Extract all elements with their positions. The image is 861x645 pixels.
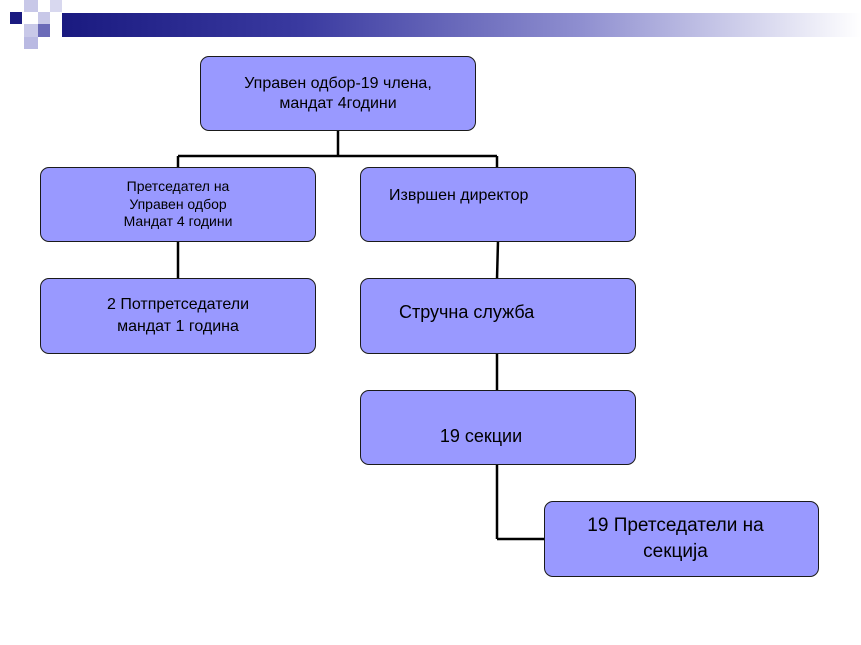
vice-chairmen-box: 2 Потпретседатели мандат 1 година xyxy=(40,278,316,354)
header-gradient-band xyxy=(62,13,861,37)
decor-square-light xyxy=(24,0,38,12)
slide-header-decoration xyxy=(0,0,861,50)
chairman-box: Претседател на Управен одбор Мандат 4 го… xyxy=(40,167,316,242)
decor-square-dark xyxy=(10,12,22,24)
vice-chairmen-label-line2: мандат 1 година xyxy=(117,318,239,335)
sections-label: 19 секции xyxy=(439,425,523,446)
decor-square-light xyxy=(50,0,62,12)
decor-square-light xyxy=(24,37,38,49)
director-box: Извршен директор xyxy=(360,167,636,242)
board-box: Управен одбор-19 члена, мандат 4години xyxy=(200,56,476,131)
decor-square-light xyxy=(24,24,38,37)
expert-service-box: Стручна служба xyxy=(360,278,636,354)
director-label: Извршен директор xyxy=(389,187,529,204)
decor-square-mid xyxy=(38,24,50,37)
chairman-label-line1: Претседател на xyxy=(126,178,230,195)
section-chairmen-box: 19 Претседатели на секција xyxy=(544,501,819,577)
board-label-line1: Управен одбор-19 члена, xyxy=(244,75,432,93)
chairman-label-line3: Мандат 4 години xyxy=(123,213,233,230)
expert-service-label: Стручна служба xyxy=(399,302,535,323)
section-chairmen-label-line2: секција xyxy=(643,541,708,562)
board-label-line2: мандат 4години xyxy=(279,94,397,112)
sections-box: 19 секции xyxy=(360,390,636,465)
decor-square-light xyxy=(38,12,50,24)
connector-director-to-service xyxy=(495,240,500,280)
vice-chairmen-label-line1: 2 Потпретседатели xyxy=(106,295,249,313)
section-chairmen-label-line1: 19 Претседатели на xyxy=(587,515,764,537)
chairman-label-line2: Управен одбор xyxy=(129,195,227,212)
